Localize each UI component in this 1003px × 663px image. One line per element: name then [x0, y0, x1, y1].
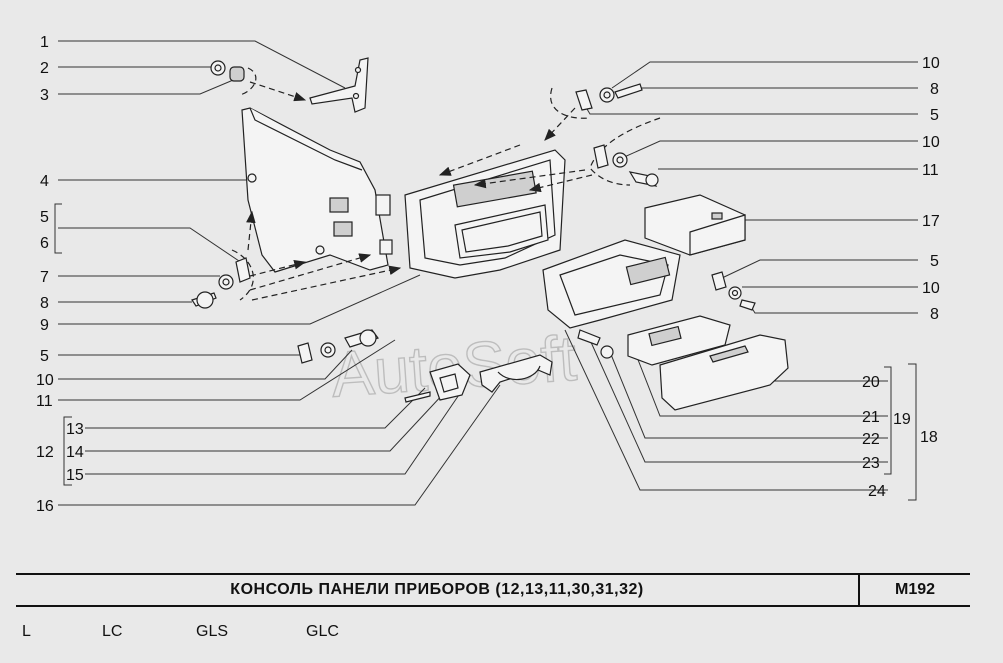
trim-level-glc: GLC	[306, 623, 339, 640]
callout-7: 7	[40, 269, 49, 286]
part-clip-5	[235, 257, 251, 283]
part-washer-22	[600, 345, 614, 359]
callout-5: 5	[40, 209, 49, 226]
callout-r10c: 10	[922, 280, 940, 297]
part-screw-r8	[614, 83, 643, 99]
trim-level-gls: GLS	[196, 623, 229, 640]
callout-r18: 18	[920, 429, 938, 446]
callout-11: 11	[36, 393, 53, 410]
callout-r19: 19	[893, 411, 911, 428]
callout-r22: 22	[862, 431, 880, 448]
part-console-frame-9	[404, 149, 566, 279]
callout-r5b: 5	[930, 253, 939, 270]
callout-r21: 21	[862, 409, 880, 426]
callout-10: 10	[36, 372, 54, 389]
part-ashtray-17	[644, 194, 746, 256]
callout-1: 1	[40, 34, 49, 51]
callout-2: 2	[40, 60, 49, 77]
left-callouts: 1 2 3 4 5 6 7 8 9 5 10 11 13 14 15 12 16	[36, 34, 84, 515]
part-clip-r5	[575, 89, 593, 111]
callout-5b: 5	[40, 348, 49, 365]
callout-14: 14	[66, 444, 84, 461]
diagram-code: М192	[894, 581, 936, 598]
callout-13: 13	[66, 421, 84, 438]
callout-r23: 23	[862, 455, 880, 472]
part-bracket-1	[309, 57, 369, 113]
right-callouts: 10 8 5 10 11 17 5 10 8 20 21 22 23 24 19…	[862, 55, 940, 500]
part-bushing-3	[229, 66, 245, 82]
callout-6: 6	[40, 235, 49, 252]
trim-level-l: L	[22, 623, 31, 640]
callout-4: 4	[40, 173, 49, 190]
left-leaders	[58, 40, 501, 506]
callout-r24: 24	[868, 483, 886, 500]
callout-r8: 8	[930, 81, 939, 98]
callout-r8b: 8	[930, 306, 939, 323]
callout-8: 8	[40, 295, 49, 312]
part-holder-16	[479, 354, 553, 393]
callout-r20: 20	[862, 374, 880, 391]
callout-r17: 17	[922, 213, 940, 230]
title-bar: КОНСОЛЬ ПАНЕЛИ ПРИБОРОВ (12,13,11,30,31,…	[16, 573, 970, 607]
part-side-panel-4	[241, 107, 393, 273]
right-leaders	[564, 61, 918, 491]
trim-levels: L LC GLS GLC	[22, 623, 622, 645]
callout-r10b: 10	[922, 134, 940, 151]
callout-15: 15	[66, 467, 84, 484]
callout-12: 12	[36, 444, 54, 461]
part-clip-r5b	[593, 144, 609, 169]
callout-16: 16	[36, 498, 54, 515]
diagram-title: КОНСОЛЬ ПАНЕЛИ ПРИБОРОВ (12,13,11,30,31,…	[16, 575, 860, 605]
part-drawer-housing	[542, 239, 681, 329]
part-screw-24	[577, 329, 601, 346]
part-latch-12	[404, 363, 471, 403]
callout-r5: 5	[930, 107, 939, 124]
callout-9: 9	[40, 317, 49, 334]
callout-3: 3	[40, 87, 49, 104]
callout-r11: 11	[922, 162, 939, 179]
part-drawer-lid-20	[659, 334, 789, 411]
callout-r10: 10	[922, 55, 940, 72]
trim-level-lc: LC	[102, 623, 123, 640]
